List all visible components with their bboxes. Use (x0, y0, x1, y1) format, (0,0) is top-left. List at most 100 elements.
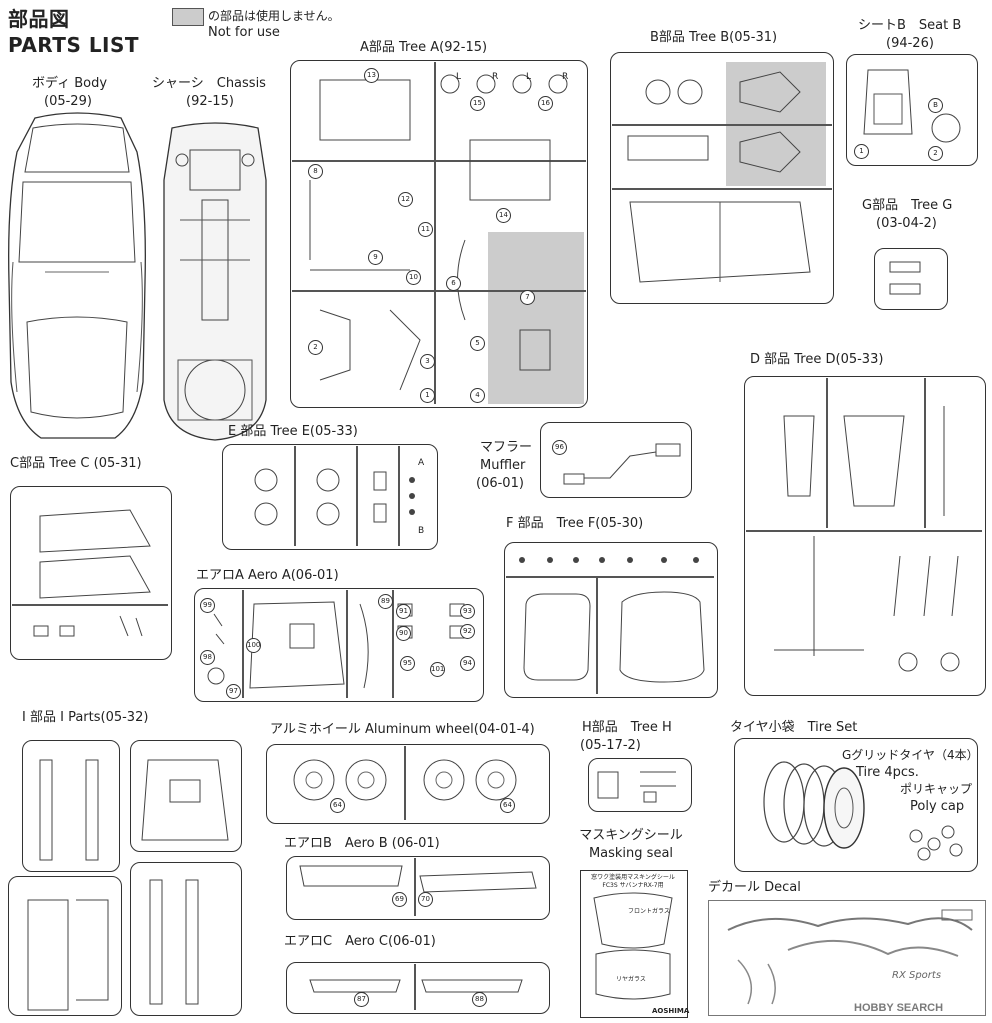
aero-a-part-97: 97 (226, 684, 241, 699)
tree-a-part-6: 6 (446, 276, 461, 291)
tree-a-letter-r1: R (492, 72, 499, 82)
masking-rear-label: リヤガラス (616, 976, 646, 983)
i-parts-frame-2 (130, 740, 242, 852)
tree-e-label: E 部品 Tree E(05-33) (228, 424, 358, 439)
aero-c-parts (309, 979, 523, 993)
tree-a-part-14: 14 (496, 208, 511, 223)
aero-a-part-92: 92 (460, 624, 475, 639)
tree-a-part-1: 1 (420, 388, 435, 403)
muffler-frame (540, 422, 692, 498)
tree-a-parts (309, 74, 568, 391)
not-for-use-swatch (172, 8, 204, 26)
tree-g-frame (874, 248, 948, 310)
aero-b-label: エアロB Aero B (06-01) (284, 836, 440, 851)
masking-seal-shapes (593, 892, 673, 1000)
tree-a-unused-area (488, 232, 584, 404)
tree-a-part-12: 12 (398, 192, 413, 207)
aero-b-part-69: 69 (392, 892, 407, 907)
tire-set-label: タイヤ小袋 Tire Set (730, 720, 858, 735)
poly-cap-label-en: Poly cap (910, 799, 965, 814)
tree-f-label: F 部品 Tree F(05-30) (506, 516, 644, 531)
muffler-label-en: Muffler (480, 458, 526, 473)
tree-g-parts (889, 261, 921, 295)
tree-e-frame (222, 444, 438, 550)
tree-e-parts (254, 468, 415, 526)
tire-label-jp: Gグリッドタイヤ（4本） (842, 748, 979, 762)
chassis-label: シャーシ Chassis (152, 76, 266, 91)
tree-b-label: B部品 Tree B(05-31) (650, 30, 778, 45)
tree-e-tag-b: B (418, 526, 425, 536)
tree-d-parts (774, 406, 960, 672)
tire-label-en: Tire 4pcs. (856, 765, 919, 780)
aero-c-label: エアロC Aero C(06-01) (284, 934, 436, 949)
body-shell-drawing (8, 112, 146, 439)
seat-b-label: シートB Seat B (858, 18, 962, 33)
tree-b-parts (627, 71, 811, 283)
tree-c-label: C部品 Tree C (05-31) (10, 456, 142, 471)
tree-g-code: (03-04-2) (876, 216, 937, 231)
title-jp: 部品図 (8, 7, 70, 31)
tree-a-part-15: 15 (470, 96, 485, 111)
aero-a-part-99: 99 (200, 598, 215, 613)
wheel-part-64-left: 64 (330, 798, 345, 813)
aero-a-part-91: 91 (396, 604, 411, 619)
tree-h-frame (588, 758, 692, 812)
tree-a-part-3: 3 (420, 354, 435, 369)
poly-cap-label-jp: ポリキャップ (900, 782, 973, 796)
aero-a-part-89: 89 (378, 594, 393, 609)
tree-a-part-10: 10 (406, 270, 421, 285)
tree-a-part-4: 4 (470, 388, 485, 403)
wheel-part-64-right: 64 (500, 798, 515, 813)
aero-b-part-70: 70 (418, 892, 433, 907)
tree-a-part-8: 8 (308, 164, 323, 179)
legend-en: Not for use (208, 25, 280, 40)
title-en: PARTS LIST (8, 33, 140, 57)
aero-b-parts (299, 865, 537, 893)
decal-artwork (727, 909, 973, 1005)
tree-h-label: H部品 Tree H (582, 720, 672, 735)
tree-a-letter-l2: L (526, 72, 532, 82)
aero-a-part-90: 90 (396, 626, 411, 641)
masking-front-label: フロントガラス (628, 908, 670, 915)
muffler-part-96: 96 (552, 440, 567, 455)
tree-a-part-7: 7 (520, 290, 535, 305)
aero-a-parts (207, 601, 465, 689)
aero-a-part-93: 93 (460, 604, 475, 619)
i-parts-frame-1 (22, 740, 120, 872)
muffler-drawing (563, 443, 681, 485)
seat-b-parts (863, 69, 961, 143)
tree-d-label: D 部品 Tree D(05-33) (750, 352, 884, 367)
masking-sheet-title-en: FC3S サバンナRX-7用 (602, 882, 664, 889)
masking-label-jp: マスキングシール (579, 828, 683, 843)
muffler-code: (06-01) (476, 476, 524, 491)
chassis-drawing (163, 122, 267, 441)
muffler-label-jp: マフラー (480, 440, 533, 455)
aero-c-part-88: 88 (472, 992, 487, 1007)
aero-c-frame (286, 962, 550, 1014)
seat-b-code: (94-26) (886, 36, 934, 51)
chassis-code: (92-15) (186, 94, 234, 109)
aero-a-part-100: 100 (246, 638, 261, 653)
body-label: ボディ Body (32, 76, 108, 91)
tree-c-frame (10, 486, 172, 660)
aero-b-frame (286, 856, 550, 920)
tree-a-part-16: 16 (538, 96, 553, 111)
aero-a-part-98: 98 (200, 650, 215, 665)
tree-f-frame (504, 542, 718, 698)
tree-h-parts (597, 771, 676, 803)
seat-b-part-2: 2 (928, 146, 943, 161)
aero-a-part-95: 95 (400, 656, 415, 671)
wheel-drawing (293, 759, 517, 801)
i-parts-frame-3 (8, 876, 122, 1016)
tree-c-parts (33, 509, 151, 637)
seat-b-letter: B (928, 98, 943, 113)
tree-e-tag-a: A (418, 458, 425, 468)
wheel-label: アルミホイール Aluminum wheel(04-01-4) (270, 722, 535, 737)
hobby-search-watermark: HOBBY SEARCH (854, 1002, 944, 1014)
tree-a-part-11: 11 (418, 222, 433, 237)
aero-c-part-87: 87 (354, 992, 369, 1007)
body-code: (05-29) (44, 94, 92, 109)
tree-a-part-5: 5 (470, 336, 485, 351)
aero-a-part-94: 94 (460, 656, 475, 671)
aero-a-label: エアロA Aero A(06-01) (196, 568, 339, 583)
